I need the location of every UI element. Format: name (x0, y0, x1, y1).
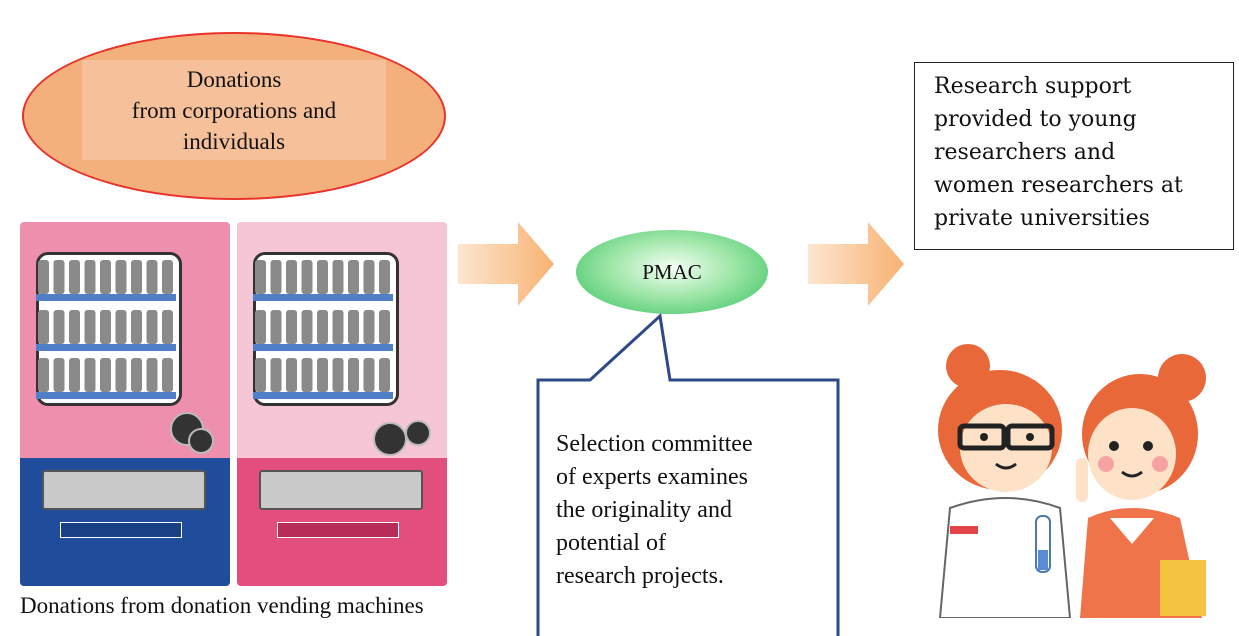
selection-line-3: the originality and (556, 497, 732, 523)
support-line-3: researchers and (934, 140, 1116, 165)
arrow-right-icon-2 (808, 222, 904, 306)
vending-caption: Donations from donation vending machines (20, 593, 424, 618)
support-line-5: private universities (934, 206, 1150, 231)
support-line-4: women researchers at (934, 173, 1183, 198)
researchers-illustration-icon (938, 344, 1206, 618)
support-line-1: Research support (934, 74, 1132, 99)
vending-machines-detail-icon (36, 260, 393, 399)
donations-line-1: Donations (186, 66, 282, 92)
selection-callout-shape (536, 313, 840, 636)
arrow-right-icon-1 (458, 222, 554, 306)
selection-line-1: Selection committee (556, 431, 753, 457)
vending-machine-right-icon (237, 222, 447, 586)
donations-line-3: individuals (182, 128, 286, 154)
support-line-2: provided to young (934, 107, 1137, 132)
selection-committee-text: Selection committee of experts examines … (556, 428, 836, 593)
selection-line-4: potential of (556, 530, 666, 556)
research-support-box (914, 62, 1234, 250)
research-support-text: Research support provided to young resea… (934, 70, 1234, 235)
selection-line-5: research projects. (556, 563, 724, 589)
selection-line-2: of experts examines (556, 464, 748, 490)
donations-line-2: from corporations and (131, 97, 337, 123)
pmac-node: PMAC (576, 230, 768, 314)
donations-label: Donations from corporations and individu… (82, 60, 386, 160)
pmac-label: PMAC (642, 259, 702, 284)
